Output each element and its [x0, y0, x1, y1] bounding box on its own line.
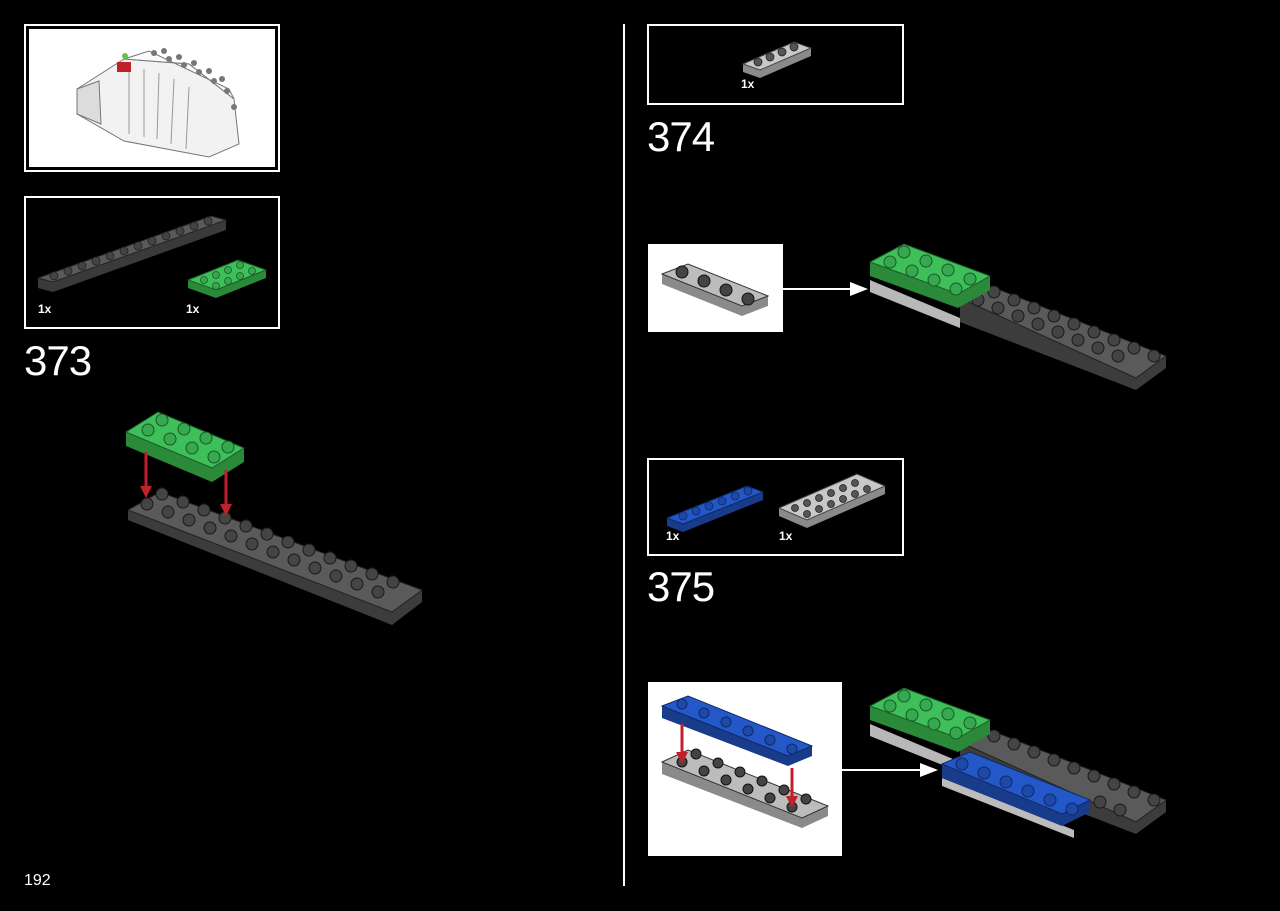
part-qty-green-plate: 1x: [186, 302, 200, 316]
step-374-callout: [648, 244, 783, 332]
part-qty-dark-gray-plate: 1x: [38, 302, 52, 316]
blue-plate-1x6-icon: [665, 485, 765, 532]
parts-list-step-373: [24, 196, 280, 329]
dark-gray-plate-1x12-icon: [36, 215, 228, 292]
part-qty-light-gray-plate-2x6: 1x: [779, 529, 793, 543]
part-qty-blue-plate: 1x: [666, 529, 680, 543]
part-qty-light-gray-plate-1x4: 1x: [741, 77, 755, 91]
overview-model-image: [29, 29, 275, 167]
step-number-374: 374: [647, 113, 715, 160]
light-gray-plate-2x6-icon: [777, 473, 887, 528]
light-gray-plate-1x4-icon: [741, 41, 813, 78]
light-gray-plate-callout-icon: [660, 263, 770, 316]
blue-on-gray-callout-icon: [660, 695, 830, 828]
page-divider: [623, 24, 625, 886]
parts-list-step-374: [647, 24, 904, 105]
page-number: 192: [24, 872, 51, 889]
step-number-375: 375: [647, 563, 715, 610]
parts-list-step-375: [647, 458, 904, 556]
step-number-373: 373: [24, 337, 92, 384]
hull-model-icon: [76, 48, 240, 158]
step-375-callout: [648, 682, 842, 856]
overview-panel: [24, 24, 280, 172]
green-plate-2x4-icon: [186, 259, 268, 298]
